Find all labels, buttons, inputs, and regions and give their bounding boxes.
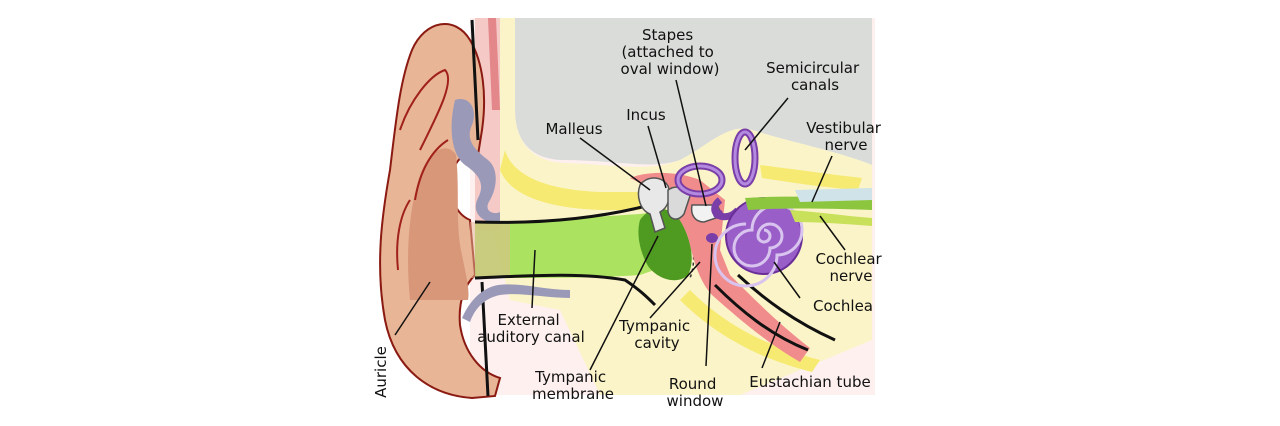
label-stapes-line2: (attached to bbox=[621, 43, 713, 61]
tympanic-membrane-shape bbox=[638, 208, 692, 281]
label-external-auditory-canal: External auditory canal bbox=[477, 311, 585, 346]
label-semicircular-canals: Semicircular canals bbox=[766, 59, 864, 94]
auricle-fold-1 bbox=[399, 68, 450, 151]
leader-external-auditory-canal bbox=[531, 249, 536, 309]
eustachian-tube-wall-lower bbox=[736, 273, 836, 342]
canal-posterior-lumen bbox=[676, 164, 724, 196]
incus-shape bbox=[667, 186, 691, 220]
label-tympanic-cavity-line1: Tympanic bbox=[618, 317, 690, 335]
leader-auricle bbox=[394, 281, 431, 336]
label-stapes-line3: oval window) bbox=[621, 60, 720, 78]
leader-tympanic-cavity bbox=[649, 261, 701, 319]
label-vestibular-nerve-line1: Vestibular bbox=[806, 119, 882, 137]
cochlea-spiral bbox=[713, 203, 804, 288]
nerve-sheath bbox=[795, 188, 872, 202]
canal-anterior-lumen bbox=[733, 130, 757, 186]
label-auricle: Auricle bbox=[372, 346, 390, 398]
leader-semicircular-canals bbox=[744, 97, 789, 151]
label-stapes-line1: Stapes bbox=[642, 26, 693, 44]
leader-round-window bbox=[705, 243, 713, 367]
label-malleus: Malleus bbox=[545, 120, 602, 138]
label-round-window: Round window bbox=[667, 375, 724, 410]
cartilage-upper bbox=[451, 99, 500, 223]
cochlear-nerve-shape bbox=[790, 210, 872, 226]
label-cochlear-nerve-line2: nerve bbox=[829, 267, 872, 285]
bone-highlight-upper bbox=[500, 150, 640, 210]
bone-highlight-right bbox=[760, 165, 862, 190]
auricle-fold-3 bbox=[396, 199, 411, 271]
canal-lower-wall bbox=[474, 273, 657, 307]
label-external-auditory-canal-line2: auditory canal bbox=[477, 328, 585, 346]
leader-vestibular-nerve bbox=[811, 155, 833, 203]
external-auditory-canal-shape bbox=[475, 212, 660, 278]
label-cochlea: Cochlea bbox=[813, 297, 873, 315]
canal-fade bbox=[470, 222, 510, 278]
label-semicircular-canals-line1: Semicircular bbox=[766, 59, 860, 77]
auricle-fold-2 bbox=[414, 139, 449, 201]
leader-incus bbox=[647, 125, 667, 189]
label-stapes: Stapes (attached to oval window) bbox=[621, 26, 720, 78]
leader-stapes bbox=[675, 79, 707, 207]
label-vestibular-nerve-line2: nerve bbox=[824, 136, 867, 154]
eustachian-tube-wall-upper bbox=[713, 283, 809, 352]
auricle-inner bbox=[408, 148, 469, 300]
semicircular-canals-fill bbox=[676, 130, 757, 196]
label-tympanic-membrane-line1: Tympanic bbox=[534, 368, 606, 386]
round-window-shape bbox=[706, 233, 718, 243]
leader-cochlea bbox=[773, 261, 801, 299]
label-tympanic-membrane: Tympanic membrane bbox=[532, 368, 614, 403]
label-cochlear-nerve: Cochlear nerve bbox=[816, 250, 887, 285]
artery bbox=[488, 18, 500, 110]
label-semicircular-canals-line2: canals bbox=[791, 76, 839, 94]
middle-ear-cavity bbox=[630, 172, 810, 362]
leader-tympanic-membrane bbox=[589, 235, 659, 371]
label-tympanic-membrane-line2: membrane bbox=[532, 385, 614, 403]
label-round-window-line2: window bbox=[667, 392, 724, 410]
leader-eustachian-tube bbox=[761, 321, 781, 369]
canal-upper-wall bbox=[474, 194, 657, 224]
label-round-window-line1: Round bbox=[669, 375, 716, 393]
malleus-shape bbox=[637, 177, 671, 234]
label-vestibular-nerve: Vestibular nerve bbox=[806, 119, 886, 154]
brain-region bbox=[515, 18, 872, 165]
label-tympanic-cavity: Tympanic cavity bbox=[618, 317, 695, 352]
leader-malleus bbox=[579, 137, 651, 191]
leader-cochlear-nerve bbox=[819, 215, 846, 251]
label-eustachian-tube: Eustachian tube bbox=[749, 373, 870, 391]
label-cochlear-nerve-line1: Cochlear bbox=[816, 250, 883, 268]
label-tympanic-cavity-line2: cavity bbox=[634, 334, 679, 352]
cartilage-lower bbox=[462, 284, 570, 322]
label-incus: Incus bbox=[626, 106, 666, 124]
label-external-auditory-canal-line1: External bbox=[497, 311, 559, 329]
